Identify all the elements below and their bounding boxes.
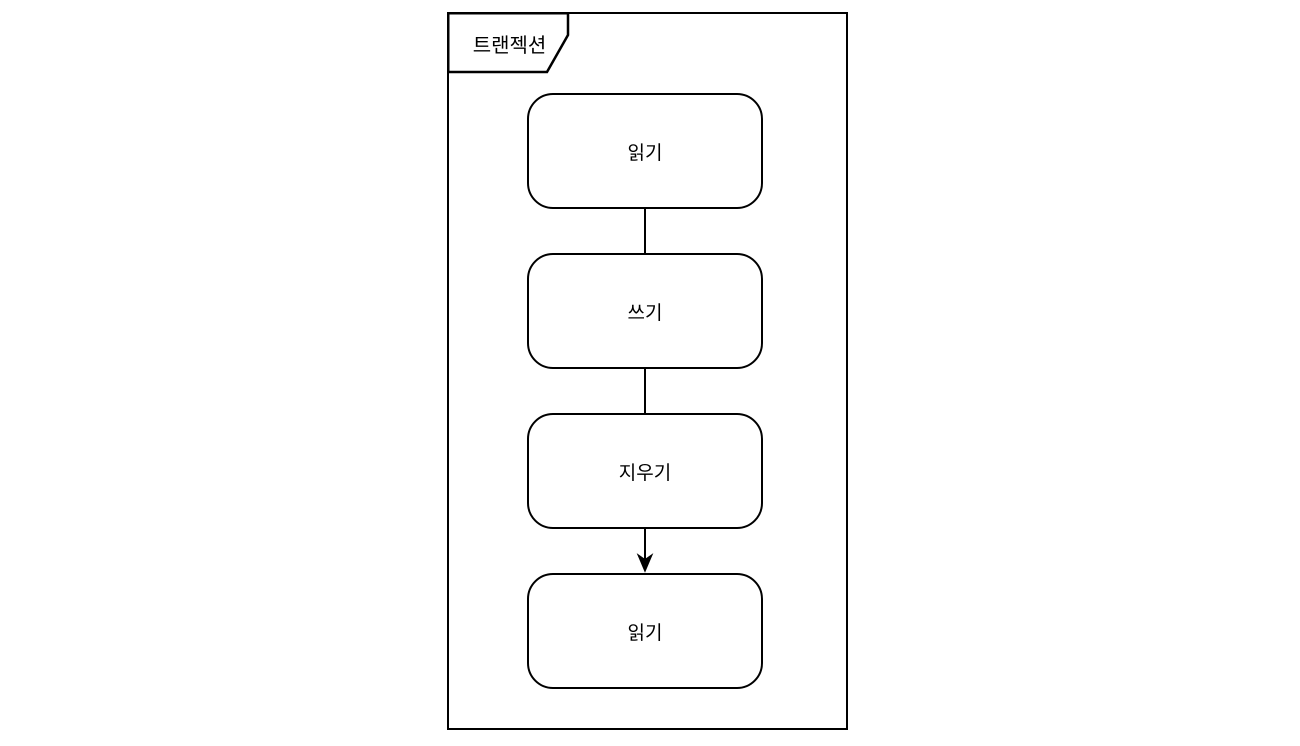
node-write-label: 쓰기	[627, 302, 663, 324]
node-read-1: 읽기	[527, 93, 763, 209]
node-erase: 지우기	[527, 413, 763, 529]
frame-label: 트랜젝션	[472, 35, 547, 57]
node-read-2-label: 읽기	[627, 622, 663, 644]
node-read-1-label: 읽기	[627, 142, 663, 164]
node-erase-label: 지우기	[618, 462, 672, 484]
frame-label-tab	[446, 11, 569, 73]
node-write: 쓰기	[527, 253, 763, 369]
frame-label-tab-shape	[446, 11, 569, 73]
node-read-2: 읽기	[527, 573, 763, 689]
